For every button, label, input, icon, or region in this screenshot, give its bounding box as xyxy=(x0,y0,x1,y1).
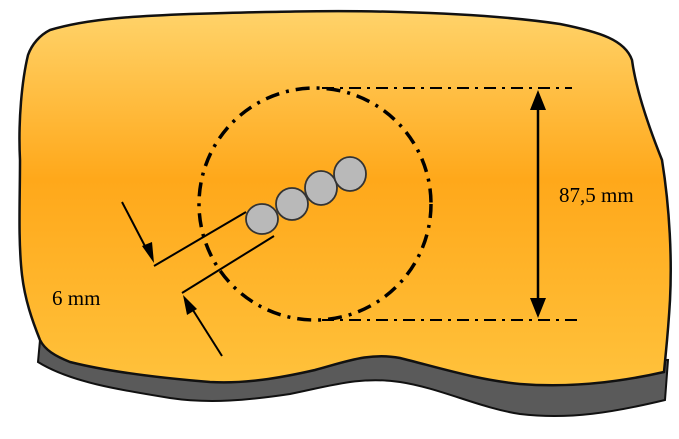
upper-width-arrow xyxy=(121,201,154,263)
lower-width-arrow xyxy=(183,295,223,357)
height-dimension-arrow xyxy=(530,90,546,318)
weld-bead xyxy=(275,187,309,221)
lower-width-line xyxy=(181,235,275,294)
width-dimension-label: 6 mm xyxy=(52,286,100,310)
height-dimension-label: 87,5 mm xyxy=(559,183,634,207)
weld-bead xyxy=(333,156,367,192)
upper-width-line xyxy=(153,211,247,267)
weld-beads xyxy=(245,156,367,235)
weld-zone-circle xyxy=(197,86,433,322)
weld-bead xyxy=(304,170,338,206)
weld-bead xyxy=(245,203,279,235)
